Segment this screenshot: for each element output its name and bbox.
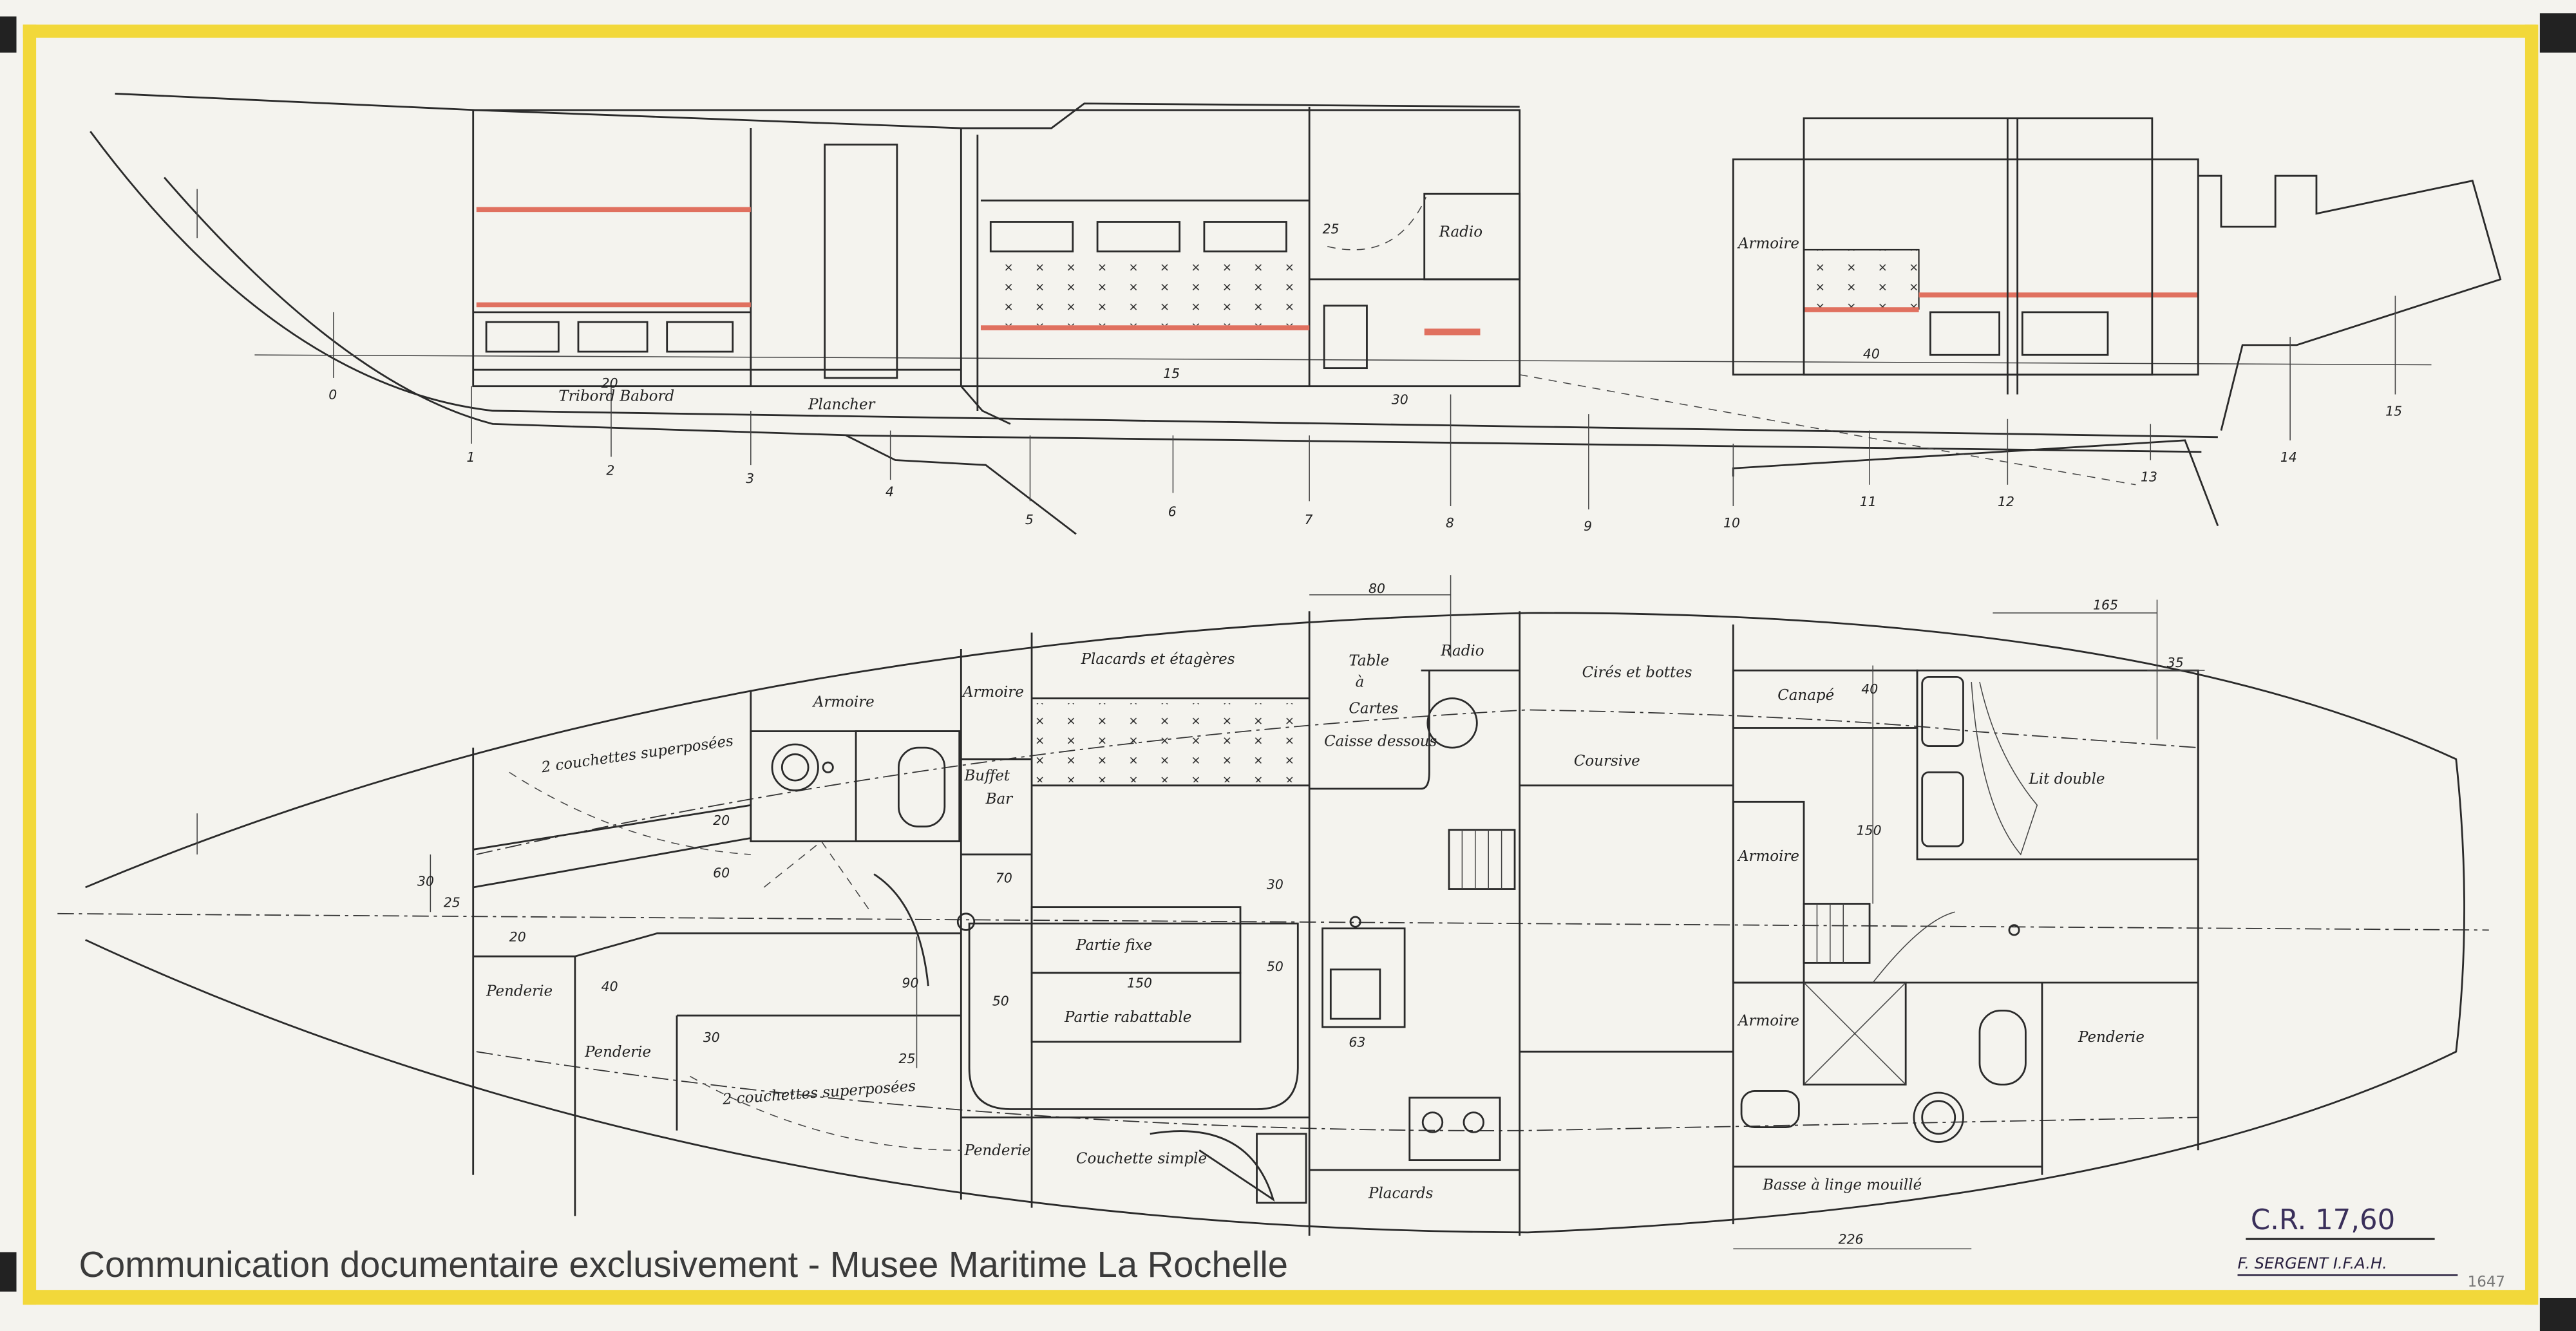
- label-caisse-dessous: Caisse dessous: [1324, 733, 1437, 750]
- reference-number: 1647: [2468, 1274, 2505, 1290]
- dim-20-fwd: 20: [509, 929, 526, 945]
- station-8: 8: [1446, 515, 1454, 531]
- dim-20: 20: [601, 375, 618, 391]
- dim-80: 80: [1368, 581, 1385, 596]
- dim-60: 60: [713, 865, 730, 881]
- station-6: 6: [1168, 504, 1177, 519]
- label-partie-fixe: Partie fixe: [1075, 937, 1152, 954]
- station-ticks: [196, 189, 2396, 510]
- dim-25-bow: 25: [444, 895, 460, 911]
- label-penderie-aft: Penderie: [2078, 1029, 2145, 1046]
- station-11: 11: [1860, 494, 1877, 509]
- station-15: 15: [2385, 404, 2402, 419]
- station-14: 14: [2280, 449, 2297, 465]
- label-penderie-3: Penderie: [963, 1142, 1030, 1159]
- dim-165: 165: [2093, 598, 2118, 613]
- station-1: 1: [466, 449, 475, 465]
- title-block: C.R. 17,60 F. SERGENT I.F.A.H. 1647: [2237, 1204, 2505, 1290]
- label-armoire-profile: Armoire: [1737, 235, 1799, 252]
- station-3: 3: [746, 471, 754, 486]
- dim-40: 40: [1863, 346, 1880, 361]
- label-penderie-1: Penderie: [486, 983, 553, 999]
- dim-226: 226: [1839, 1232, 1864, 1247]
- label-lit-double: Lit double: [2029, 771, 2105, 788]
- dim-40-fwd: 40: [601, 979, 618, 994]
- label-radio: Radio: [1440, 643, 1484, 659]
- dim-30: 30: [1392, 392, 1408, 408]
- label-tribord-babord: Tribord Babord: [558, 388, 674, 405]
- label-cires-bottes: Cirés et bottes: [1582, 664, 1692, 681]
- dim-30-port: 30: [703, 1030, 720, 1045]
- label-armoire-fwd: Armoire: [812, 694, 875, 710]
- dim-50-port: 50: [992, 994, 1009, 1009]
- station-2: 2: [606, 462, 614, 478]
- dimension-lines: [196, 575, 2205, 1250]
- dim-30-salon: 30: [1267, 877, 1283, 892]
- dim-20-couchette: 20: [713, 813, 730, 828]
- label-placards: Placards: [1368, 1185, 1433, 1202]
- label-cartes: Cartes: [1349, 701, 1398, 717]
- designer-name: F. SERGENT I.F.A.H.: [2237, 1254, 2387, 1272]
- station-13: 13: [2141, 469, 2157, 485]
- label-penderie-2: Penderie: [584, 1044, 651, 1061]
- station-9: 9: [1584, 518, 1592, 534]
- dim-150-aft: 150: [1857, 822, 1882, 838]
- label-plancher: Plancher: [808, 396, 876, 413]
- station-0: 0: [328, 387, 337, 402]
- dim-30-bow: 30: [417, 873, 434, 889]
- label-basse-linge: Basse à linge mouillé: [1762, 1177, 1922, 1194]
- label-table-a: à: [1356, 674, 1365, 691]
- label-armoire-aft-1: Armoire: [1737, 848, 1799, 865]
- drawer-row: [485, 221, 2109, 356]
- yellow-tape-border: [0, 13, 2576, 1331]
- dim-63: 63: [1349, 1035, 1365, 1050]
- station-10: 10: [1723, 515, 1740, 531]
- dim-150-salon: 150: [1127, 976, 1152, 991]
- station-12: 12: [1998, 494, 2014, 509]
- dim-50-salon: 50: [1267, 959, 1283, 974]
- dim-35: 35: [2167, 655, 2184, 670]
- dim-90: 90: [902, 976, 919, 991]
- label-partie-rabattable: Partie rabattable: [1064, 1009, 1191, 1026]
- label-canape: Canapé: [1777, 687, 1834, 704]
- label-placards-etageres: Placards et étagères: [1081, 651, 1235, 668]
- dim-15: 15: [1163, 366, 1180, 381]
- label-radio-profile: Radio: [1439, 223, 1482, 240]
- station-numbers: 0 1 2 3 4 5 6 7 8 9 10 11 12 13 14 15: [328, 387, 2402, 534]
- dim-25: 25: [1323, 221, 1340, 236]
- label-bar: Bar: [985, 791, 1014, 807]
- watermark-text: Communication documentaire exclusivement…: [79, 1244, 1288, 1285]
- label-table: Table: [1349, 652, 1389, 669]
- station-4: 4: [886, 484, 894, 500]
- dim-25-port: 25: [898, 1051, 915, 1066]
- station-7: 7: [1305, 512, 1313, 527]
- dim-70: 70: [996, 870, 1012, 885]
- label-couchette-simple: Couchette simple: [1076, 1151, 1207, 1167]
- model-name: C.R. 17,60: [2251, 1204, 2395, 1236]
- label-coursive: Coursive: [1574, 753, 1640, 769]
- label-armoire-bar: Armoire: [961, 684, 1024, 701]
- profile-view: 0 1 2 3 4 5 6 7 8 9 10 11 12 13 14 15 Tr…: [90, 93, 2502, 535]
- label-armoire-aft-2: Armoire: [1737, 1012, 1799, 1029]
- dim-40-aft: 40: [1861, 681, 1878, 697]
- station-5: 5: [1025, 512, 1034, 527]
- label-buffet: Buffet: [963, 768, 1010, 784]
